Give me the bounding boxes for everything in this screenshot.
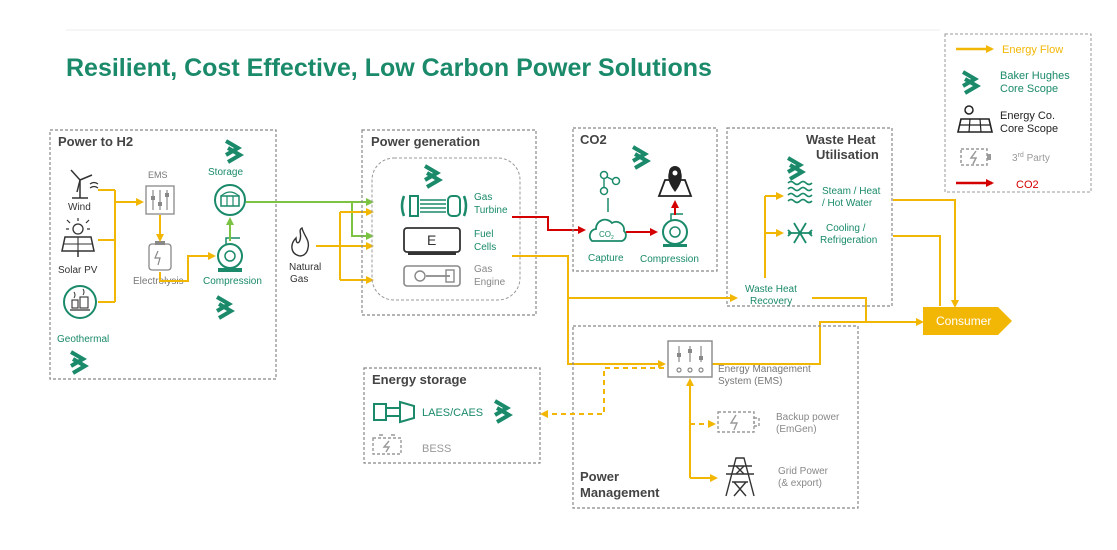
ems-full-label-1: Energy Management (718, 364, 811, 375)
power-to-h2-section: Power to H2 Wind Solar PV (49, 129, 277, 380)
legend-bh-line1: Baker Hughes (1000, 70, 1070, 82)
baker-hughes-logo-icon (631, 145, 649, 170)
energy-storage-title: Energy storage (372, 372, 467, 387)
page-title: Resilient, Cost Effective, Low Carbon Po… (66, 54, 712, 82)
gas-turbine-label-2: Turbine (474, 205, 508, 216)
geothermal-icon (63, 285, 97, 319)
gas-engine-icon (403, 265, 461, 287)
storage-label: Storage (208, 167, 243, 178)
baker-hughes-logo-icon (224, 139, 242, 164)
legend-energy-flow-label: Energy Flow (1002, 44, 1063, 56)
legend: Energy Flow Baker Hughes Core Scope Ener… (944, 33, 1092, 193)
baker-hughes-logo-icon (786, 156, 804, 181)
consumer-label: Consumer (936, 314, 991, 328)
grid-tower-icon (725, 457, 755, 497)
legend-energyco-line2: Core Scope (1000, 123, 1058, 135)
power-mgmt-flows (540, 367, 718, 482)
wind-label: Wind (68, 202, 91, 213)
p2h2-energy-flows (98, 189, 216, 303)
legend-energyco-line1: Energy Co. (1000, 110, 1055, 122)
baker-hughes-logo-icon (215, 295, 233, 320)
natural-gas-label-2: Gas (290, 274, 308, 285)
electrolysis-icon (148, 241, 172, 271)
natural-gas-flame-icon (291, 226, 310, 257)
geothermal-label: Geothermal (57, 334, 109, 345)
waste-heat-internal-flows (764, 192, 784, 278)
laes-caes-label: LAES/CAES (422, 407, 483, 419)
storage-tank-icon (214, 184, 246, 216)
gas-engine-label-2: Engine (474, 277, 506, 288)
grid-power-label-1: Grid Power (778, 466, 829, 477)
steam-label-1: Steam / Heat (822, 186, 881, 197)
electrolysis-label: Electrolysis (133, 276, 184, 287)
co2-cloud-text: CO2 (599, 230, 614, 241)
backup-power-label-1: Backup power (776, 412, 840, 423)
power-generation-title: Power generation (371, 134, 480, 149)
powergen-output-flows (512, 199, 959, 368)
backup-power-label-2: (EmGen) (776, 424, 817, 435)
laes-caes-icon (373, 400, 415, 424)
baker-hughes-logo-icon (423, 164, 441, 189)
backup-power-icon (717, 411, 760, 433)
natural-gas-flows (316, 208, 374, 284)
hydrogen-flow-to-powergen (246, 198, 374, 240)
fuel-cell-letter: E (427, 232, 436, 248)
capture-label: Capture (588, 253, 624, 264)
solar-pv-icon (61, 218, 95, 257)
waste-heat-section: Waste Heat Utilisation Steam / Heat / Ho… (726, 127, 893, 307)
gas-turbine-label-1: Gas (474, 192, 492, 203)
fuel-cells-label-2: Cells (474, 242, 496, 253)
co2-internal-flows (626, 200, 679, 236)
waste-heat-title-1: Waste Heat (806, 132, 876, 147)
legend-third-party: 3rd Party (1012, 152, 1050, 164)
waste-heat-title-2: Utilisation (816, 147, 879, 162)
gas-turbine-icon (400, 195, 468, 217)
baker-hughes-logo-icon (961, 70, 979, 95)
compressor-icon (217, 237, 243, 272)
waste-heat-recovery-label-1: Waste Heat (745, 284, 797, 295)
compression-label: Compression (203, 276, 262, 287)
solar-panel-icon (956, 105, 994, 133)
consumer-box: Consumer (923, 307, 1012, 335)
ems-full-label-2: System (EMS) (718, 376, 782, 387)
natural-gas-label-1: Natural (289, 262, 321, 273)
waste-heat-recovery-label-2: Recovery (750, 296, 792, 307)
bess-battery-icon (372, 434, 402, 455)
fuel-cells-label-1: Fuel (474, 229, 493, 240)
power-management-section: Power Management Energy Management Syste… (540, 325, 859, 509)
wind-turbine-icon (70, 169, 99, 199)
co2-compression-label: Compression (640, 254, 699, 265)
power-generation-section: Power generation Gas Turbine E Fuel Cell… (361, 129, 537, 316)
cooling-label-1: Cooling / (826, 223, 866, 234)
cooling-label-2: Refrigeration (820, 235, 877, 246)
snowflake-icon (787, 222, 813, 244)
baker-hughes-logo-icon (69, 350, 87, 375)
gas-engine-label-1: Gas (474, 264, 492, 275)
steam-label-2: / Hot Water (822, 198, 873, 209)
legend-bh-line2: Core Scope (1000, 83, 1058, 95)
co2-cloud-icon: CO2 (588, 218, 627, 242)
bess-label: BESS (422, 443, 451, 455)
grid-power-label-2: (& export) (778, 478, 822, 489)
legend-co2-label: CO2 (1016, 179, 1039, 191)
battery-gray-icon (960, 148, 991, 166)
baker-hughes-logo-icon (493, 399, 511, 424)
solar-pv-label: Solar PV (58, 265, 98, 276)
ems-label: EMS (148, 170, 168, 180)
co2-compressor-icon (662, 213, 688, 247)
co2-title: CO2 (580, 132, 607, 147)
co2-section: CO2 CO2 Capture (572, 127, 718, 272)
molecule-icon (599, 170, 621, 196)
storage-location-icon (657, 166, 693, 197)
fuel-cells-icon: E (403, 227, 461, 255)
co2-flow-arrow (512, 216, 586, 234)
steam-heat-icon (787, 180, 813, 204)
ems-sliders-icon (145, 185, 175, 215)
power-management-title-1: Power (580, 469, 619, 484)
ems-control-icon (667, 340, 713, 378)
power-management-title-2: Management (580, 485, 660, 500)
power-to-h2-title: Power to H2 (58, 134, 133, 149)
energy-storage-section: Energy storage LAES/CAES BESS (363, 367, 541, 464)
